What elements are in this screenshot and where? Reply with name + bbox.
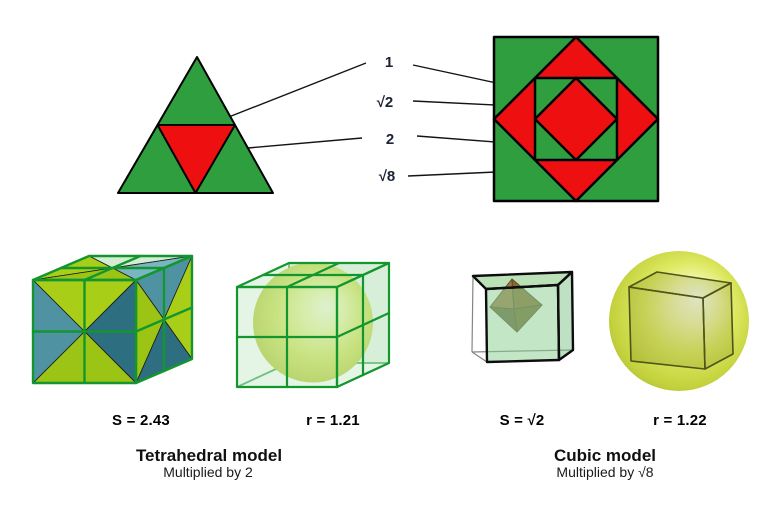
ratio-label-1: 1 bbox=[384, 54, 394, 71]
cube-edge bbox=[134, 254, 194, 385]
connector-2-to-triangle bbox=[247, 137, 363, 149]
cube-edge bbox=[556, 270, 575, 362]
ratio-label-2: 2 bbox=[385, 131, 395, 148]
inscribed-cube bbox=[628, 271, 734, 370]
ratio-diagram bbox=[117, 35, 660, 203]
triangle-diagram bbox=[117, 56, 274, 194]
grid-line bbox=[83, 254, 142, 282]
cube-wireframe bbox=[235, 261, 391, 389]
surface-value-tetrahedral: S = 2.43 bbox=[112, 412, 170, 429]
cube-edges bbox=[471, 270, 575, 364]
ratio-label-sqrt8: √8 bbox=[378, 168, 396, 185]
cube-with-inscribed-sphere bbox=[235, 261, 391, 389]
connector-1-to-triangle bbox=[210, 62, 367, 125]
sphere-with-inscribed-cube bbox=[609, 251, 749, 391]
inner-red-diamond bbox=[533, 76, 619, 162]
cube-glass-faces bbox=[237, 263, 389, 387]
connector-lines bbox=[210, 62, 558, 177]
cube-edge bbox=[335, 261, 391, 389]
octahedron-in-cube bbox=[471, 270, 575, 364]
inscribed-sphere bbox=[253, 262, 373, 383]
cube-front-face bbox=[628, 286, 706, 370]
radius-value-tetrahedral: r = 1.21 bbox=[306, 412, 360, 429]
cube-edge bbox=[471, 351, 488, 363]
cube-right-face bbox=[702, 282, 734, 370]
cube-front-face bbox=[486, 285, 559, 362]
cube-right-face bbox=[558, 272, 573, 360]
tetrahedral-model-subtitle: Multiplied by 2 bbox=[163, 464, 253, 480]
radius-value-cubic: r = 1.22 bbox=[653, 412, 707, 429]
outer-sphere bbox=[609, 251, 749, 391]
cubic-model-title: Cubic model bbox=[553, 446, 656, 465]
connector-sqrt8-to-outer-square bbox=[407, 171, 497, 177]
cube-edge bbox=[471, 275, 474, 353]
nested-squares-diagram bbox=[492, 35, 660, 203]
cubic-model-subtitle: Multiplied by √8 bbox=[556, 464, 654, 480]
cube-wireframe bbox=[31, 254, 194, 385]
red-medial-triangle bbox=[156, 124, 236, 194]
surface-value-cubic: S = √2 bbox=[499, 412, 545, 429]
tetrahedral-model-title: Tetrahedral model bbox=[135, 446, 283, 465]
stella-octangula-cube bbox=[31, 254, 194, 385]
tetrahedra-triangles bbox=[32, 255, 193, 384]
grid-line bbox=[285, 261, 341, 289]
ratio-label-sqrt2: √2 bbox=[376, 94, 394, 111]
